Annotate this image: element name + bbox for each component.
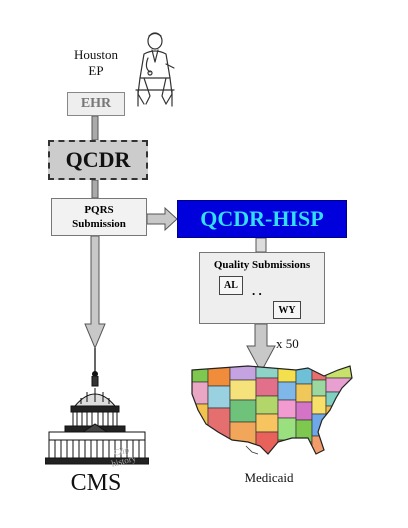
qcdr-box: QCDR [48,140,148,180]
ep-label: Houston EP [62,47,130,79]
arrow-to-cms [84,235,106,350]
connector-qcdr-pqrs [91,179,99,199]
connector-hisp-quality [255,237,267,253]
connector-ehr-qcdr [91,115,99,141]
ep-label-line2: EP [88,63,104,78]
pqrs-line2: Submission [72,218,126,230]
multiplier-label: x 50 [276,336,299,351]
arrow-to-hisp [146,206,178,232]
quality-submissions-box: Quality Submissions AL . . WY [199,252,325,324]
qcdr-hisp-box: QCDR-HISP [177,200,347,238]
ep-label-line1: Houston [73,47,119,62]
medicaid-label: Medicaid [244,470,294,485]
pqrs-submission-box: PQRS Submission [51,198,147,236]
doctor-icon [135,32,175,107]
state-box-al: AL [219,276,243,295]
states-ellipsis: . . [252,283,262,298]
state-box-wy: WY [273,301,301,319]
cms-label: CMS [70,470,122,496]
pqrs-line1: PQRS [84,204,114,216]
capitol-icon [45,376,149,465]
quality-submissions-title: Quality Submissions [213,259,311,271]
usa-map-icon [191,365,353,455]
ehr-box: EHR [67,92,125,116]
arrow-to-medicaid [246,323,276,374]
